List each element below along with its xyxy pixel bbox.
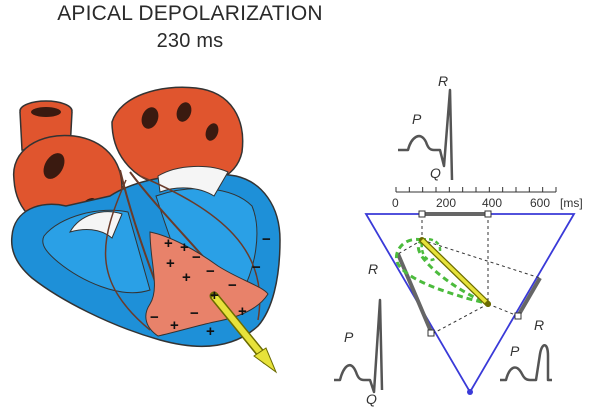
r-wave-label: R — [438, 73, 448, 89]
r-wave-label: R — [534, 317, 544, 333]
plus-sign: + — [182, 269, 191, 286]
q-wave-label: Q — [430, 165, 441, 181]
minus-sign: − — [150, 309, 159, 326]
lead-left-ecg: R P Q — [334, 261, 384, 407]
heart — [10, 86, 281, 374]
tricuspid-valve — [68, 211, 123, 239]
q-wave-label: Q — [366, 391, 377, 407]
time-tick: 600 — [530, 196, 550, 210]
triangle-outline — [364, 213, 576, 394]
plus-sign: + — [170, 317, 179, 334]
p-wave-label: P — [510, 343, 520, 359]
minus-sign: − — [190, 305, 199, 322]
time-tick: 0 — [392, 196, 399, 210]
einthoven-triangle — [364, 210, 576, 395]
ecg-trace-left — [334, 298, 384, 394]
diagram-time: 230 ms — [156, 30, 224, 52]
lead-right-ecg: R P — [500, 317, 552, 382]
r-wave-label: R — [368, 261, 378, 277]
minus-sign: − — [262, 231, 271, 248]
plus-sign: + — [238, 303, 247, 320]
time-unit: [ms] — [560, 196, 583, 210]
projection-lead-III — [516, 276, 542, 318]
ecg-trace-right — [500, 344, 552, 382]
vector-loop — [395, 237, 491, 306]
ecg-trace-top — [398, 88, 454, 181]
time-tick: 400 — [482, 196, 502, 210]
mitral-valve — [157, 165, 229, 197]
minus-sign: − — [252, 259, 261, 276]
lead-top-ecg: P R Q — [398, 73, 454, 181]
minus-sign: − — [228, 277, 237, 294]
depolarized-region — [145, 231, 269, 337]
plus-sign: + — [210, 287, 219, 304]
projection-lead-II — [396, 253, 434, 335]
plus-sign: + — [180, 239, 189, 256]
diagram-title: APICAL DEPOLARIZATION — [57, 2, 323, 25]
plus-sign: + — [206, 323, 215, 340]
timescale: 0 200 400 600 [ms] — [392, 187, 583, 210]
p-wave-label: P — [344, 329, 354, 345]
minus-sign: − — [192, 249, 201, 266]
plus-sign: + — [164, 235, 173, 252]
time-tick: 200 — [436, 196, 456, 210]
charge-signs: + + − + − + − + − + − + − + − — [150, 231, 271, 340]
p-wave-label: P — [412, 111, 422, 127]
minus-sign: − — [206, 263, 215, 280]
plus-sign: + — [166, 255, 175, 272]
